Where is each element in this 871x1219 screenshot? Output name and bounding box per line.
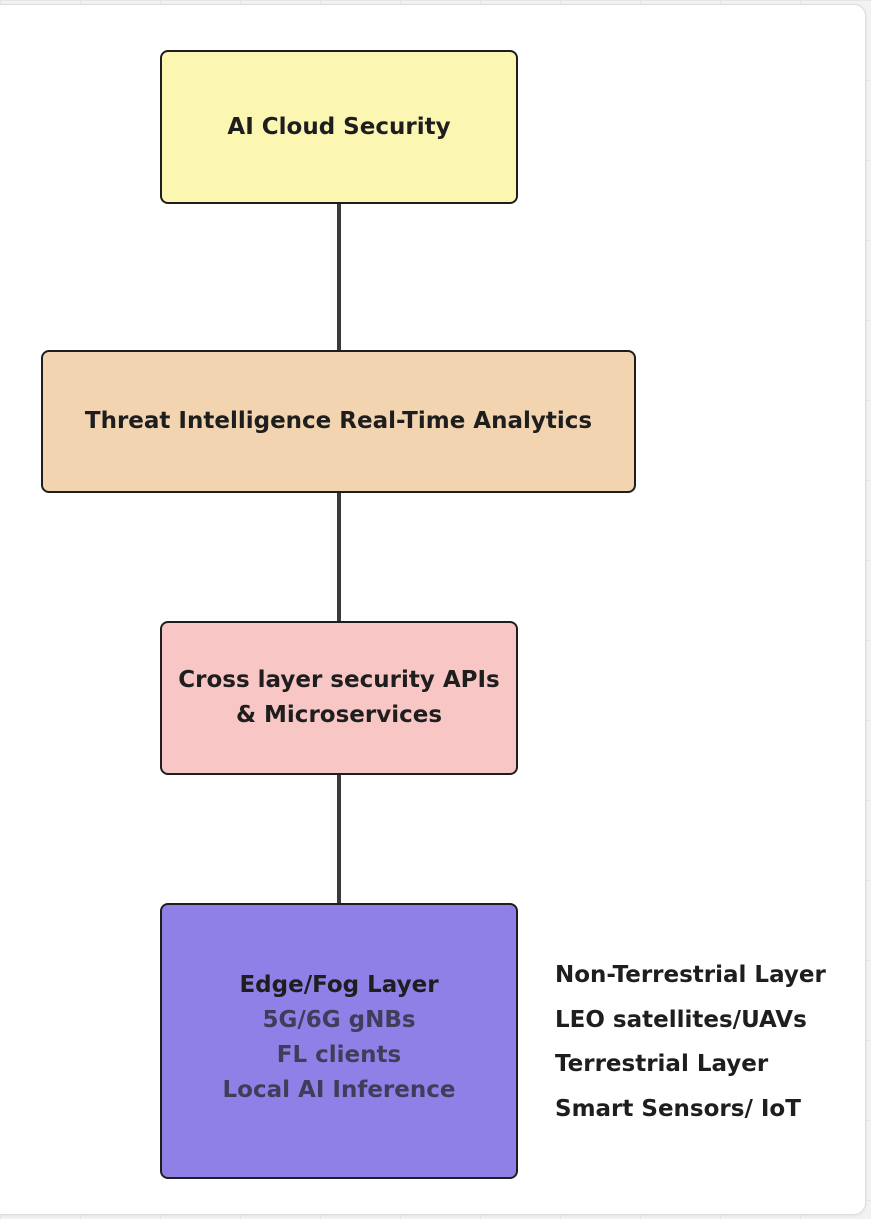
security-apis-node[interactable]: Cross layer security APIs & Microservice…: [160, 621, 518, 775]
ai-cloud-security-label: AI Cloud Security: [227, 113, 451, 140]
edge-fog-layer-title: Edge/Fog Layer: [239, 972, 439, 998]
side-label-leo-satellites: LEO satellites/UAVs: [555, 1006, 807, 1033]
layer-side-labels: Non-Terrestrial Layer LEO satellites/UAV…: [555, 953, 826, 1131]
edge-fog-layer-node[interactable]: Edge/Fog Layer 5G/6G gNBs FL clients Loc…: [160, 903, 518, 1179]
edge-fog-gnbs-label: 5G/6G gNBs: [262, 1007, 416, 1033]
security-apis-label-line-1: Cross layer security APIs: [178, 667, 500, 693]
edge-fog-local-ai-label: Local AI Inference: [222, 1077, 456, 1103]
edge-fog-fl-clients-label: FL clients: [276, 1042, 402, 1068]
side-label-non-terrestrial: Non-Terrestrial Layer: [555, 962, 826, 988]
side-label-smart-sensors: Smart Sensors/ IoT: [555, 1095, 801, 1122]
diagram-canvas: AI Cloud Security Threat Intelligence Re…: [0, 4, 866, 1215]
threat-intelligence-node[interactable]: Threat Intelligence Real-Time Analytics: [41, 350, 636, 493]
connector-apis-edge: [337, 771, 341, 907]
connector-threat-apis: [337, 489, 341, 625]
side-label-terrestrial: Terrestrial Layer: [555, 1051, 769, 1077]
ai-cloud-security-node[interactable]: AI Cloud Security: [160, 50, 518, 204]
connector-cloud-threat: [337, 200, 341, 354]
threat-intelligence-label: Threat Intelligence Real-Time Analytics: [84, 408, 593, 434]
security-apis-label-line-2: & Microservices: [235, 702, 443, 728]
